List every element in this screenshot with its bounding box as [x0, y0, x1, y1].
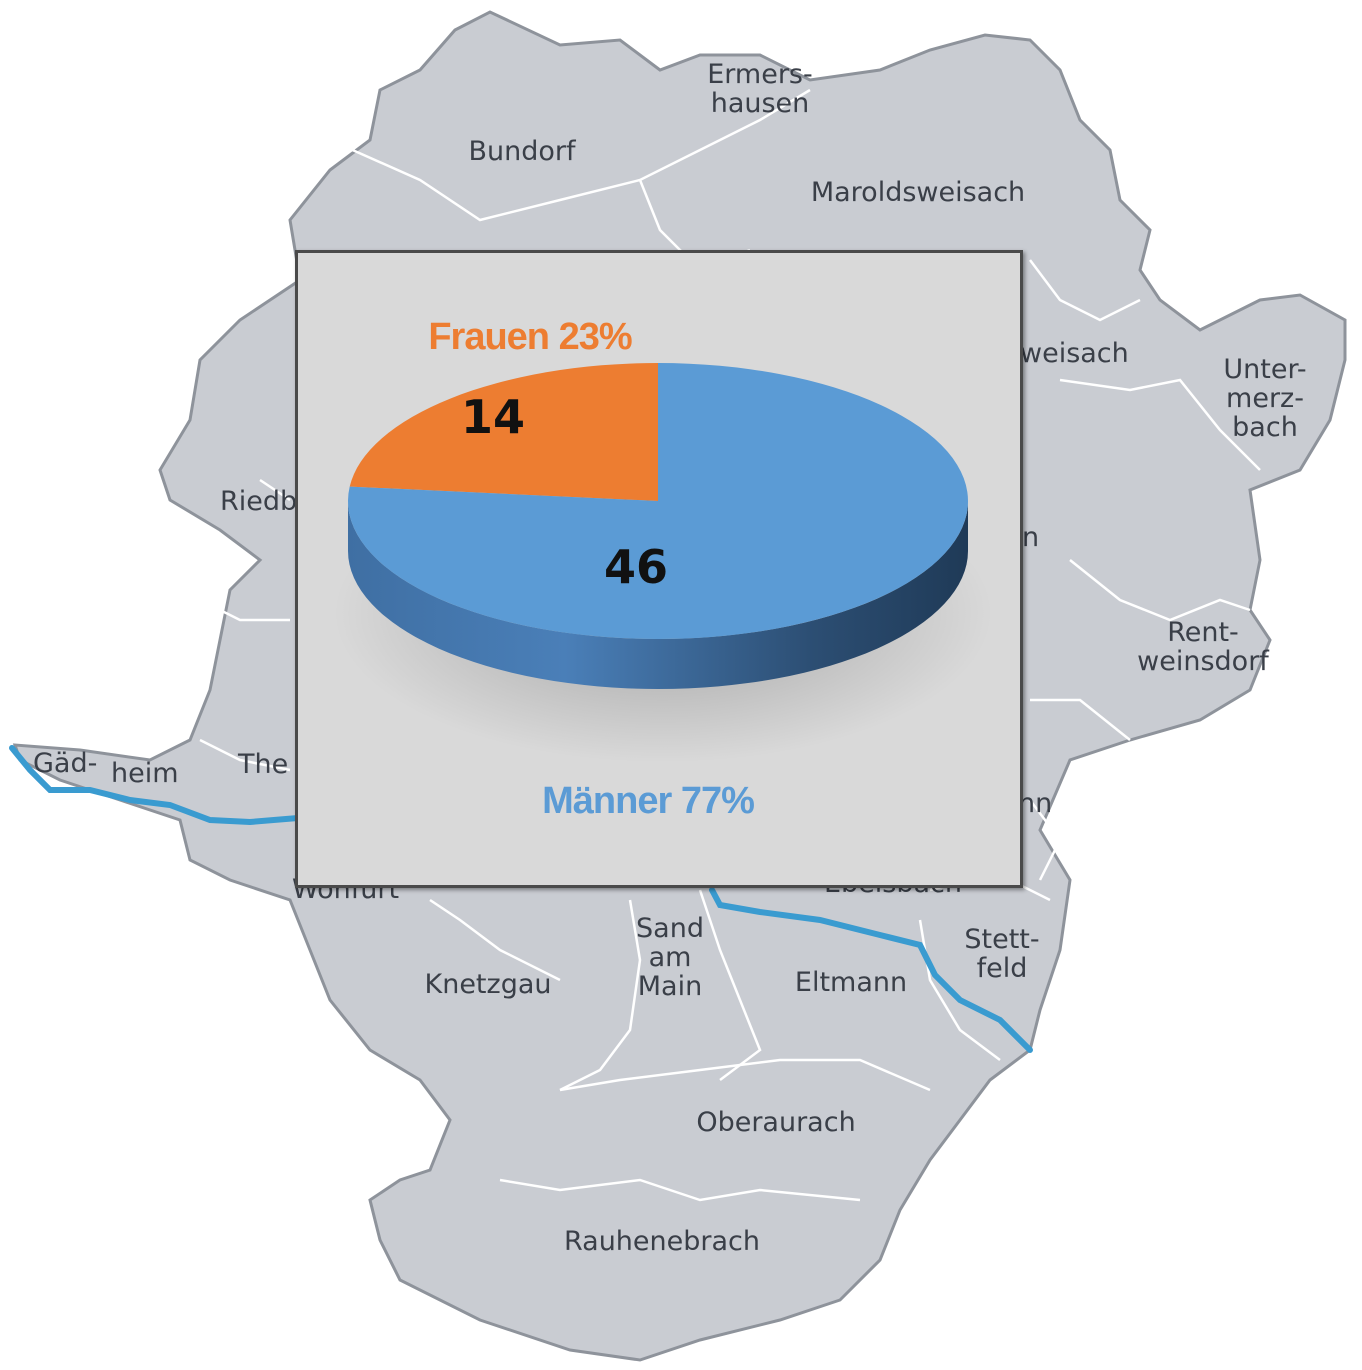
town-label-oberaurach: Oberaurach — [696, 1107, 855, 1138]
town-label-line: Maroldsweisach — [811, 177, 1025, 208]
town-label-line: Knetzgau — [425, 969, 552, 1000]
town-label-line: Rent- — [1167, 617, 1239, 648]
data-label-männer: 46 — [604, 540, 668, 594]
town-label-theres: The — [237, 749, 288, 780]
pie-slice-frauen — [349, 363, 658, 501]
legend-label-maenner: Männer 77% — [542, 780, 754, 822]
town-label-line: Eltmann — [795, 967, 907, 998]
town-label-ebern: n — [1022, 522, 1039, 553]
river-main — [9, 745, 1033, 1053]
town-label-baunach: nn — [1018, 788, 1052, 819]
pie-chart-panel: 14 46 Frauen 23% Männer 77% — [295, 250, 1023, 888]
town-label-bundorf: Bundorf — [468, 136, 577, 167]
pie-chart: 14 46 Frauen 23% Männer 77% — [333, 316, 993, 822]
town-label-line: feld — [977, 953, 1028, 984]
pie-side-wall — [348, 501, 968, 689]
town-label-line: hausen — [711, 88, 810, 119]
town-label-line: merz- — [1226, 383, 1304, 414]
town-label-eltmann: Eltmann — [795, 967, 907, 998]
town-label-gaedheim: Gäd-heim — [33, 748, 179, 789]
town-label-line: Ermers- — [707, 59, 813, 90]
town-label-line: Riedb — [220, 486, 297, 517]
town-label-rauhenebrach: Rauhenebrach — [564, 1226, 760, 1257]
town-label-line: n — [1022, 522, 1039, 553]
town-label-line: am — [649, 942, 692, 973]
town-label-line: Sand — [636, 913, 704, 944]
town-label-line: Oberaurach — [696, 1107, 855, 1138]
municipality-borders — [199, 88, 1261, 1202]
town-label-pfarrweisach: weisach — [1020, 338, 1129, 369]
town-label-untermerzbach: Unter-merz-bach — [1223, 354, 1306, 443]
town-label-line: Gäd- — [33, 748, 97, 779]
legend-label-frauen: Frauen 23% — [428, 316, 632, 358]
data-label-frauen: 14 — [461, 390, 525, 444]
town-label-line: The — [237, 749, 288, 780]
town-label-line: bach — [1232, 412, 1298, 443]
pie-slice-männer — [348, 363, 968, 639]
town-label-riedbach: Riedb — [220, 486, 297, 517]
town-label-rentweinsdorf: Rent-weinsdorf — [1137, 617, 1270, 677]
town-label-line: weisach — [1020, 338, 1129, 369]
town-label-knetzgau: Knetzgau — [425, 969, 552, 1000]
town-label-ermershausen: Ermers-hausen — [707, 59, 813, 119]
town-label-line: Unter- — [1223, 354, 1306, 385]
town-label-line: Stett- — [964, 924, 1039, 955]
town-label-line: nn — [1018, 788, 1052, 819]
town-label-stettfeld: Stett-feld — [964, 924, 1039, 984]
town-label-line: Bundorf — [468, 136, 577, 167]
town-label-line: weinsdorf — [1137, 646, 1270, 677]
town-label-line: heim — [111, 758, 179, 789]
town-label-line: Rauhenebrach — [564, 1226, 760, 1257]
town-label-maroldsweisach: Maroldsweisach — [811, 177, 1025, 208]
town-label-line: Main — [638, 971, 702, 1002]
